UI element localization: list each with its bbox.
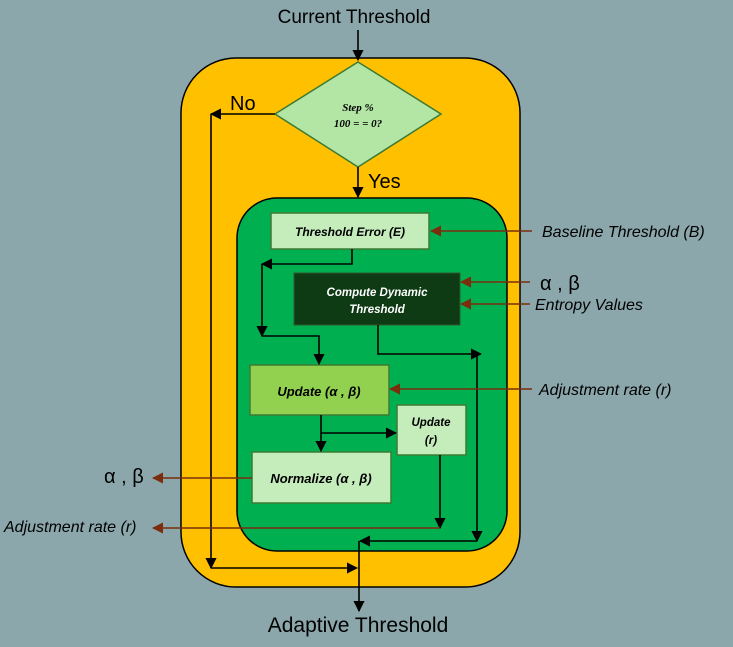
adjustment-rate-in-label: Adjustment rate (r) [538,382,671,399]
compute-dynamic-label-line2: Threshold [349,304,406,316]
update-r-label-line2: (r) [425,435,437,447]
entropy-values-label: Entropy Values [535,297,643,314]
arrow-to-update-ab [262,335,325,366]
update-alpha-beta-box [249,364,390,416]
external-connectors [151,225,532,534]
no-label: No [230,93,256,115]
arrow-dynamic-to-right-rail [377,325,483,360]
update-r-label-line1: Update [412,417,452,429]
baseline-threshold-label: Baseline Threshold (B) [542,224,705,241]
update-r-box [396,404,467,456]
normalize-box [251,451,392,504]
alpha-beta-in-label: α , β [540,273,580,295]
yes-label: Yes [368,171,401,193]
flow-connectors [205,30,483,613]
current-threshold-label: Current Threshold [278,7,431,28]
compute-dynamic-label-line1: Compute Dynamic [327,287,429,299]
adjustment-rate-out-label: Adjustment rate (r) [3,519,136,536]
threshold-error-label: Threshold Error (E) [295,225,405,239]
update-alpha-beta-label: Update (α , β) [277,384,360,399]
threshold-error-box [270,212,430,250]
arrow-error-down [260,249,353,270]
compute-dynamic-threshold-box [293,272,461,326]
alpha-beta-out-label: α , β [104,466,144,488]
decision-text-line2: 100 = = 0? [334,118,383,130]
adaptive-threshold-label: Adaptive Threshold [268,614,449,637]
normalize-label: Normalize (α , β) [270,471,371,486]
decision-text-line1: Step % [342,102,373,114]
